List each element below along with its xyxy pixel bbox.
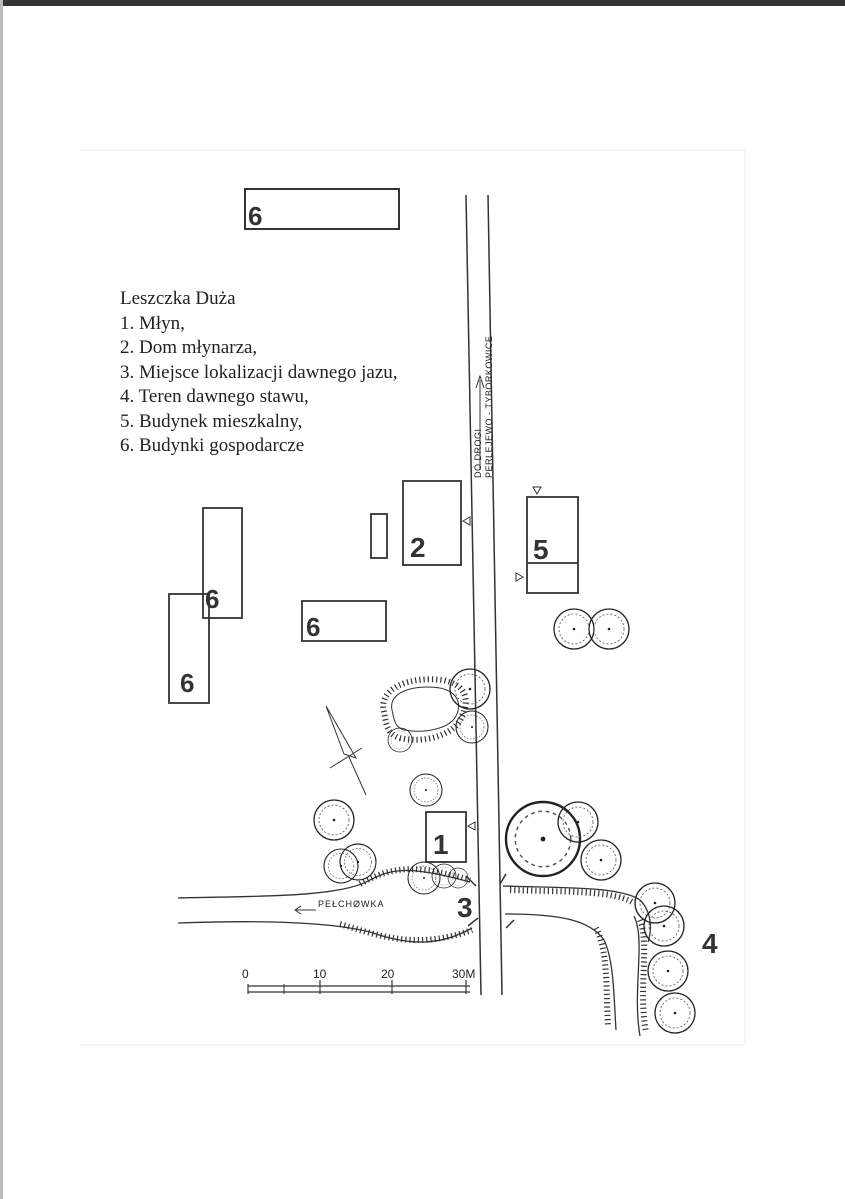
entrance-marker: [515, 572, 525, 582]
scale-label: 20: [381, 967, 395, 981]
residential-label: 5: [533, 534, 549, 565]
farm-building-6c: [168, 593, 210, 704]
legend-item: 1. Młyn,: [120, 312, 185, 334]
legend-title: Leszczka Duża: [120, 288, 236, 309]
tree: [339, 843, 377, 881]
farm-building-6d: [301, 600, 387, 642]
legend-item: 4. Teren dawnego stawu,: [120, 386, 309, 407]
weir-mark: [505, 919, 515, 929]
mill-label: 1: [433, 829, 449, 860]
small-building: [370, 513, 388, 559]
tree: [557, 801, 599, 843]
scan-frame: [80, 149, 746, 1046]
tree: [431, 863, 457, 889]
legend-item: 3. Miejsce lokalizacji dawnego jazu,: [120, 361, 398, 383]
tree: [580, 839, 622, 881]
tree: [455, 710, 489, 744]
legend-item: 5. Budynek mieszkalny,: [120, 410, 303, 432]
tree: [449, 668, 491, 710]
tree: [313, 799, 355, 841]
river-flow-arrow-head: [294, 905, 302, 915]
river-bank-south-hatch: [339, 921, 474, 943]
tree: [654, 992, 696, 1034]
farm-building-6a: [244, 188, 400, 230]
entrance-marker: [466, 821, 476, 831]
entrance-marker: [461, 516, 471, 526]
tree: [634, 882, 676, 924]
legend: Leszczka Duża 1. Młyn, 2. Dom młynarza, …: [120, 287, 398, 459]
road-label-line2: PERLEJEWO - TYBORKOWICE: [484, 336, 494, 478]
farm-building-6a-label: 6: [248, 201, 262, 231]
legend-item: 2. Dom młynarza,: [120, 337, 258, 358]
river-east-bank-south: [504, 913, 617, 1031]
tree: [409, 773, 443, 807]
farm-building-6b: [202, 507, 243, 619]
scale-label: 0: [242, 967, 249, 981]
road-arrow-head: [475, 374, 485, 389]
miller-house-label: 2: [410, 532, 426, 563]
north-arrow: [325, 705, 358, 759]
road-edge-left: [465, 194, 482, 996]
river-east-bank-north: [502, 885, 652, 943]
river-bank-north: [177, 869, 471, 899]
river-bank-south: [177, 921, 473, 943]
road-edge-right: [487, 194, 503, 996]
weir-label: 3: [457, 892, 473, 923]
tree: [553, 608, 595, 650]
weir-mark: [467, 917, 479, 927]
miller-house: [402, 480, 462, 566]
residential-building: [526, 496, 579, 594]
river-east-hatch: [509, 887, 634, 905]
scale-label: 30M: [452, 967, 475, 981]
north-arrow-tail: [348, 756, 367, 796]
weir-mark: [499, 873, 507, 885]
scan-top-edge: [0, 0, 845, 6]
scale-label: 10: [313, 967, 327, 981]
weir-mark: [465, 875, 477, 887]
river-east-hatch: [593, 926, 611, 1027]
farm-building-6d-label: 6: [306, 612, 320, 642]
north-arrow-crossbar: [329, 747, 363, 769]
mill-building: [425, 811, 467, 863]
legend-item: 6. Budynki gospodarcze: [120, 435, 305, 456]
river-bank-north-hatch: [358, 866, 471, 887]
entrance-marker: [532, 486, 542, 496]
pond-label: 4: [702, 928, 718, 959]
tree: [447, 867, 469, 889]
tree: [588, 608, 630, 650]
farm-building-6b-label: 6: [205, 584, 219, 614]
road-label: DO DROGI PERLEJEWO - TYBORKOWICE: [473, 336, 494, 478]
tree: [647, 950, 689, 992]
pond-edge-hatch: [637, 918, 649, 1033]
small-pond-edge: [391, 686, 460, 732]
small-pond-hatch: [380, 676, 469, 743]
farm-building-6c-label: 6: [180, 668, 194, 698]
road-label-line1: DO DROGI: [473, 428, 483, 478]
river-name: PEŁCHØWKA: [318, 899, 385, 909]
tree-large: [504, 800, 582, 878]
tree: [407, 861, 441, 895]
scan-left-edge: [0, 0, 3, 1199]
pond-edge: [633, 915, 641, 1037]
